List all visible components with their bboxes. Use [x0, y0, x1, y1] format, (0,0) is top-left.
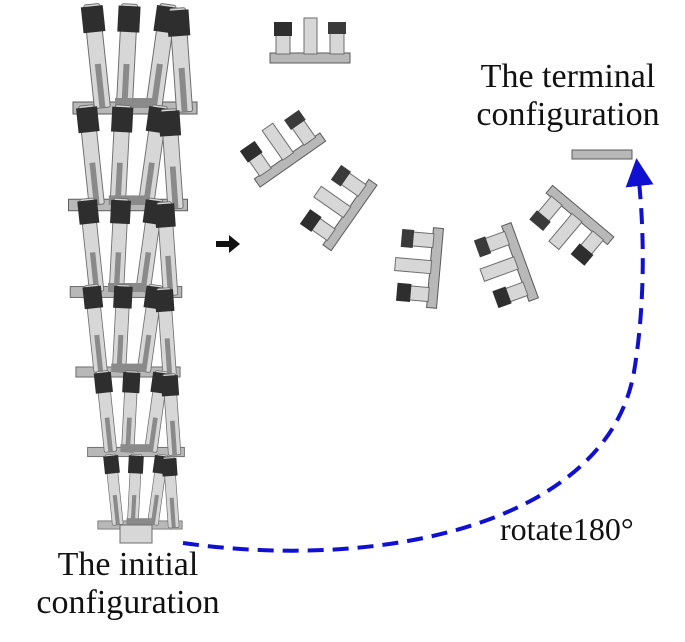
terminal-configuration-robot: [233, 17, 633, 314]
terminal-configuration-label: The terminal configuration: [452, 58, 684, 134]
right-arrow-icon: [216, 235, 240, 253]
initial-configuration-label: The initial configuration: [14, 546, 242, 622]
terminal-label-line2: configuration: [476, 96, 660, 134]
terminal-label-line1: The terminal: [480, 58, 656, 95]
initial-label-line2: configuration: [36, 584, 220, 622]
dashed-curved-arrow-icon: [182, 158, 654, 553]
rotation-label: rotate180°: [500, 511, 634, 547]
initial-configuration-robot: [68, 3, 197, 544]
initial-label-line1: The initial: [57, 546, 199, 583]
